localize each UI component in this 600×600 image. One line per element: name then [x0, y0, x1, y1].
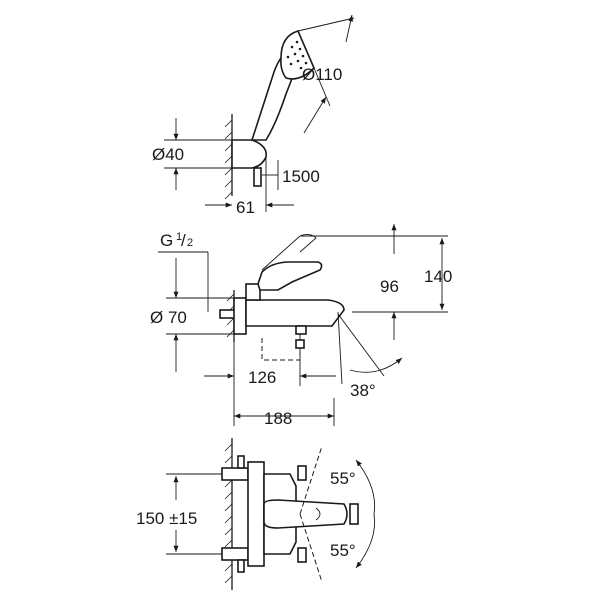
- mixer-side-view: G 1 / 2 Ø 70 96 140 126: [150, 224, 452, 428]
- handshower-view: Ø110 Ø40 1500 61: [152, 14, 355, 217]
- lower-lever-stop: [297, 547, 307, 563]
- spout-end: [349, 503, 359, 525]
- spout-top: [263, 499, 348, 529]
- label-total-projection: 188: [264, 409, 292, 428]
- diverter-knob: [245, 283, 261, 301]
- escutcheon: [233, 297, 247, 335]
- dim-spout-angle: 38°: [337, 311, 403, 400]
- mixer-body-top: [247, 461, 265, 567]
- label-thread-base: G: [160, 231, 173, 250]
- upper-lever-stop: [297, 465, 307, 481]
- upper-connection: [221, 467, 249, 481]
- label-escutcheon-diameter: Ø 70: [150, 308, 187, 327]
- label-handshower-diameter: Ø110: [302, 65, 342, 84]
- wall-holder: [231, 139, 268, 169]
- hose-stub: [253, 167, 262, 187]
- dim-total-projection: 188: [233, 342, 335, 428]
- label-centres: 150 ±15: [136, 509, 197, 528]
- lower-connection: [221, 547, 249, 561]
- label-spout-reach: 126: [248, 368, 276, 387]
- dim-spout-reach: 126: [204, 348, 336, 387]
- thread-fraction-slash: /: [181, 231, 186, 250]
- mixer-top-view: 55° 55° 150 ±15: [136, 438, 376, 590]
- label-thread-denominator: 2: [187, 237, 193, 249]
- dim-centres: 150 ±15: [136, 473, 222, 555]
- label-lever-height: 96: [380, 277, 399, 296]
- label-swivel-lower: 55°: [330, 541, 356, 560]
- label-holder-projection: 61: [236, 198, 255, 217]
- lower-connection-nut: [237, 559, 245, 573]
- spout-tip-detail: [315, 507, 321, 521]
- handshower-head: [280, 30, 315, 80]
- swivel-upper-line: [299, 445, 323, 515]
- dim-thread: G 1 / 2: [158, 231, 209, 312]
- label-holder-diameter: Ø40: [152, 145, 184, 164]
- spout-hidden-outline: [261, 338, 301, 361]
- upper-connection-nut: [237, 455, 245, 469]
- wall-hatching: [224, 119, 233, 200]
- label-hose-length: 1500: [282, 167, 320, 186]
- dim-heights: 96 140: [300, 224, 452, 340]
- dim-hose-length: 1500: [262, 160, 320, 190]
- wall-hatching: [224, 443, 233, 584]
- label-swivel-upper: 55°: [330, 469, 356, 488]
- dim-escutcheon-diameter: Ø 70: [150, 258, 234, 372]
- dim-handshower-diameter: Ø110: [297, 14, 355, 134]
- mixer-body: [245, 299, 345, 327]
- swivel-upper-arc: [355, 459, 376, 515]
- outlet-fitting: [295, 339, 305, 349]
- spray-face: [286, 40, 308, 70]
- label-spout-angle: 38°: [350, 381, 376, 400]
- spout-outlet: [295, 325, 307, 335]
- dim-holder-diameter: Ø40: [152, 118, 252, 190]
- swivel-lower-arc: [355, 513, 376, 569]
- label-total-height: 140: [424, 267, 452, 286]
- label-thread-numerator: 1: [176, 231, 182, 243]
- mixer-lever: [257, 261, 323, 291]
- dim-holder-projection: 61: [205, 158, 294, 217]
- swivel-lower-line: [299, 513, 323, 583]
